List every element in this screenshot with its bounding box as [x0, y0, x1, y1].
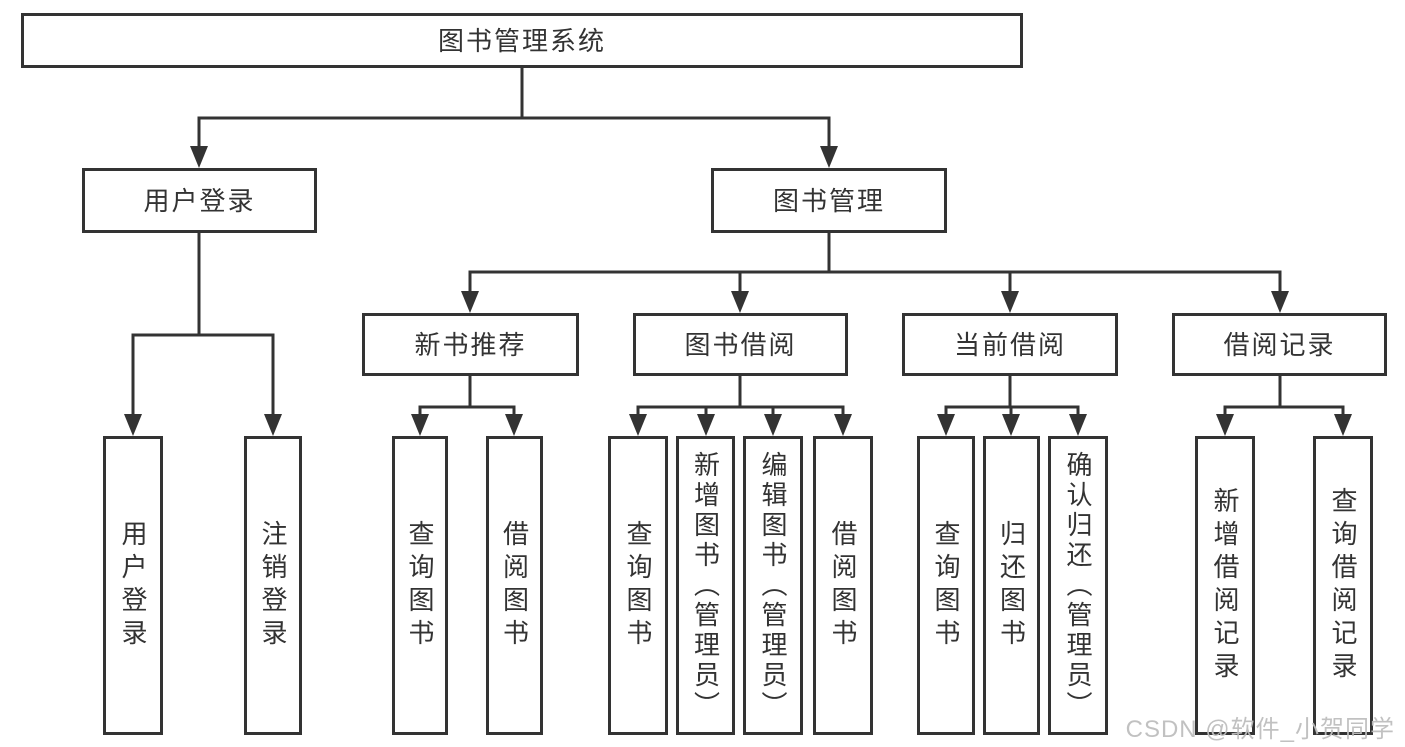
connector-newbook-to-leaves [411, 376, 523, 436]
node-book-management-label: 图书管理 [772, 185, 885, 216]
leaf-return-books: 归还图书 [983, 436, 1040, 735]
connector-borrowrecords-to-leaves [1216, 376, 1352, 436]
connector-currentborrow-to-leaves [937, 376, 1087, 436]
leaf-add-borrow-record-label: 新增借阅记录 [1210, 486, 1240, 685]
leaf-query-books-borrow-label: 查询图书 [623, 519, 653, 652]
leaf-query-books-recommend: 查询图书 [392, 436, 448, 735]
leaf-logout: 注销登录 [244, 436, 302, 735]
connector-root-to-level2 [190, 68, 838, 168]
node-current-borrowing: 当前借阅 [902, 313, 1118, 376]
node-library-system: 图书管理系统 [21, 13, 1023, 68]
leaf-edit-books-admin-label: 编辑图书（管理员） [758, 450, 788, 721]
node-current-borrowing-label: 当前借阅 [953, 329, 1066, 360]
leaf-query-books-recommend-label: 查询图书 [405, 519, 435, 652]
node-borrowing-records: 借阅记录 [1172, 313, 1387, 376]
leaf-query-borrow-record: 查询借阅记录 [1313, 436, 1373, 735]
connector-bookmgmt-to-level3 [461, 233, 1289, 313]
leaf-query-borrow-record-label: 查询借阅记录 [1328, 486, 1358, 685]
leaf-query-books-current: 查询图书 [917, 436, 975, 735]
leaf-edit-books-admin: 编辑图书（管理员） [743, 436, 803, 735]
leaf-query-books-current-label: 查询图书 [931, 519, 961, 652]
leaf-add-borrow-record: 新增借阅记录 [1195, 436, 1255, 735]
node-user-login: 用户登录 [82, 168, 317, 233]
leaf-confirm-return-admin: 确认归还（管理员） [1048, 436, 1108, 735]
leaf-borrow-books-recommend: 借阅图书 [486, 436, 543, 735]
node-user-login-label: 用户登录 [143, 185, 256, 216]
node-library-system-label: 图书管理系统 [437, 25, 606, 56]
leaf-add-books-admin-label: 新增图书（管理员） [690, 450, 721, 721]
node-borrowing-records-label: 借阅记录 [1223, 329, 1336, 360]
connector-userlogin-to-leaves [124, 233, 282, 436]
node-new-book-recommend: 新书推荐 [362, 313, 579, 376]
leaf-borrow-books-recommend-label: 借阅图书 [499, 519, 530, 652]
leaf-confirm-return-admin-label: 确认归还（管理员） [1063, 450, 1093, 721]
leaf-query-books-borrow: 查询图书 [608, 436, 668, 735]
leaf-add-books-admin: 新增图书（管理员） [676, 436, 735, 735]
leaf-borrow-books: 借阅图书 [813, 436, 873, 735]
node-new-book-recommend-label: 新书推荐 [414, 329, 527, 360]
node-book-borrowing-label: 图书借阅 [684, 329, 797, 360]
leaf-user-login-label: 用户登录 [118, 519, 148, 652]
leaf-borrow-books-label: 借阅图书 [828, 519, 858, 652]
connector-bookborrow-to-leaves [629, 376, 852, 436]
leaf-return-books-label: 归还图书 [996, 519, 1027, 652]
leaf-user-login: 用户登录 [103, 436, 163, 735]
node-book-borrowing: 图书借阅 [633, 313, 848, 376]
csdn-watermark: CSDN @软件_小贺同学 [1125, 716, 1395, 743]
node-book-management: 图书管理 [711, 168, 947, 233]
leaf-logout-label: 注销登录 [258, 519, 288, 652]
